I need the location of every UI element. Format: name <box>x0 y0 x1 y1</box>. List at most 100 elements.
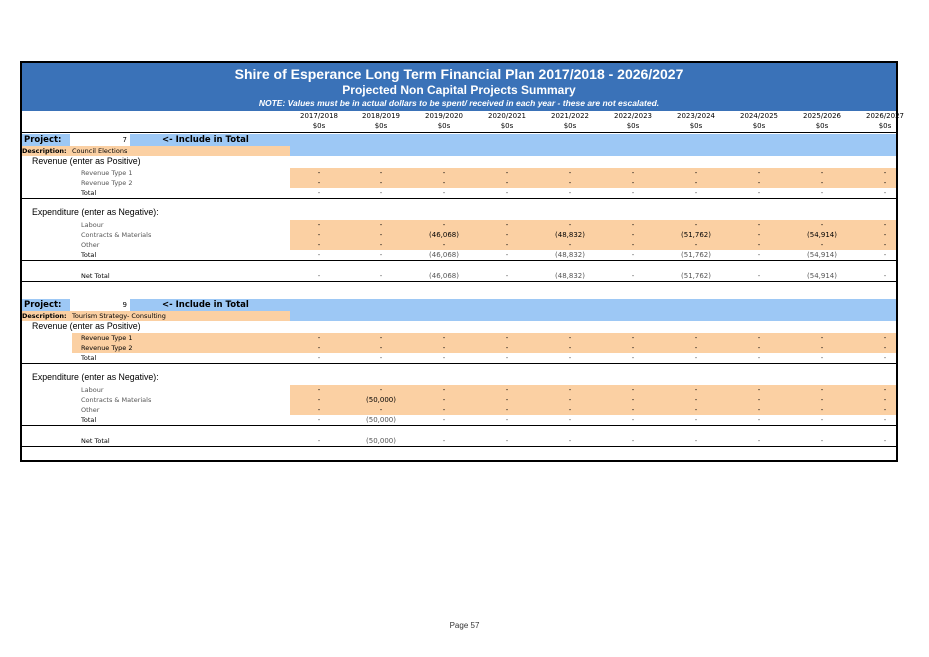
value-cell: - <box>379 334 383 342</box>
value-cell: - <box>757 437 761 445</box>
value-cell: - <box>631 179 635 187</box>
unit-header: $0s <box>815 122 829 130</box>
net-total-label: Net Total <box>81 272 110 280</box>
value-cell: - <box>568 169 572 177</box>
value-cell: - <box>317 179 321 187</box>
unit-header: $0s <box>312 122 326 130</box>
value-cell: - <box>317 241 321 249</box>
value-cell: (50,000) <box>366 437 396 445</box>
unit-header: $0s <box>878 122 892 130</box>
expenditure-type-label: Contracts & Materials <box>81 396 152 404</box>
project-number-input[interactable]: 7 <box>70 134 130 146</box>
financial-plan-sheet: Shire of Esperance Long Term Financial P… <box>20 61 904 462</box>
year-header: 2026/2027 <box>866 112 904 120</box>
value-cell: - <box>631 396 635 404</box>
expenditure-row: Contracts & Materials --(46,068)-(48,832… <box>22 230 896 240</box>
value-cell: - <box>631 241 635 249</box>
expenditure-heading-label: Expenditure (enter as Negative): <box>32 372 159 382</box>
value-cell: - <box>568 406 572 414</box>
unit-header: $0s <box>689 122 703 130</box>
value-cell: - <box>883 189 887 197</box>
year-header: 2018/2019 <box>362 112 400 120</box>
title-banner: Shire of Esperance Long Term Financial P… <box>22 63 896 111</box>
value-cell: - <box>379 221 383 229</box>
value-cell: (48,832) <box>555 251 585 259</box>
value-cell: - <box>757 169 761 177</box>
value-cell: (48,832) <box>555 272 585 280</box>
value-cell: - <box>317 416 321 424</box>
description-value[interactable]: Council Elections <box>72 147 128 155</box>
description-label: Description: <box>22 147 67 155</box>
revenue-row: Revenue Type 2 ---------- <box>22 178 896 188</box>
value-cell: - <box>694 179 698 187</box>
year-header: 2021/2022 <box>551 112 589 120</box>
value-cell: - <box>505 251 509 259</box>
page-subtitle: Projected Non Capital Projects Summary <box>342 83 576 97</box>
value-cell: - <box>757 189 761 197</box>
value-cell: - <box>820 221 824 229</box>
value-cell: - <box>379 354 383 362</box>
year-header: 2023/2024 <box>677 112 715 120</box>
project-label: Project: <box>24 135 62 145</box>
expenditure-row: Other ---------- <box>22 240 896 250</box>
value-cell: - <box>442 437 446 445</box>
include-label: <- Include in Total <box>162 300 249 310</box>
unit-header: $0s <box>752 122 766 130</box>
value-cell: - <box>820 386 824 394</box>
value-cell: - <box>505 169 509 177</box>
value-cell: (46,068) <box>429 272 459 280</box>
expenditure-heading: Expenditure (enter as Negative): <box>22 372 896 383</box>
value-cell: - <box>883 272 887 280</box>
value-cell: - <box>820 241 824 249</box>
value-cell: - <box>694 437 698 445</box>
value-cell: - <box>820 396 824 404</box>
value-cell: - <box>505 344 509 352</box>
value-cell: - <box>568 437 572 445</box>
value-cell: - <box>379 272 383 280</box>
value-cell: - <box>317 272 321 280</box>
revenue-row: Revenue Type 1 ---------- <box>22 333 896 343</box>
value-cell: - <box>505 189 509 197</box>
value-cell: - <box>820 416 824 424</box>
revenue-type-label: Revenue Type 1 <box>81 334 133 342</box>
expenditure-type-label: Other <box>81 241 100 249</box>
revenue-total-label: Total <box>81 354 97 362</box>
value-cell: - <box>883 416 887 424</box>
value-cell: - <box>694 189 698 197</box>
value-cell: - <box>757 241 761 249</box>
revenue-type-label: Revenue Type 1 <box>81 169 133 177</box>
value-cell: (54,914) <box>807 272 837 280</box>
year-header: 2024/2025 <box>740 112 778 120</box>
value-cell: - <box>568 241 572 249</box>
project-number-input[interactable]: 9 <box>70 299 130 311</box>
value-cell: - <box>317 437 321 445</box>
value-cell: - <box>379 189 383 197</box>
value-cell: - <box>442 354 446 362</box>
description-value[interactable]: Tourism Strategy- Consulting <box>72 312 166 320</box>
value-cell: - <box>631 437 635 445</box>
value-cell: - <box>694 221 698 229</box>
value-cell: - <box>317 221 321 229</box>
value-cell: - <box>883 241 887 249</box>
value-cell: (54,914) <box>807 251 837 259</box>
page-number: Page 57 <box>449 621 480 630</box>
net-total-row: Net Total -(50,000)-------- <box>22 436 896 447</box>
value-cell: - <box>631 231 635 239</box>
expenditure-row: Labour ---------- <box>22 385 896 395</box>
value-cell: - <box>379 179 383 187</box>
revenue-heading: Revenue (enter as Positive) <box>22 321 896 332</box>
revenue-total-row: Total ---------- <box>22 188 896 199</box>
value-cell: - <box>631 169 635 177</box>
value-cell: - <box>442 241 446 249</box>
value-cell: - <box>883 221 887 229</box>
unit-header: $0s <box>500 122 514 130</box>
value-cell: - <box>568 221 572 229</box>
value-cell: - <box>883 406 887 414</box>
value-cell: - <box>568 179 572 187</box>
expenditure-heading: Expenditure (enter as Negative): <box>22 207 896 218</box>
value-cell: - <box>568 354 572 362</box>
value-cell: - <box>379 241 383 249</box>
value-cell: (50,000) <box>366 396 396 404</box>
expenditure-total-row: Total -(50,000)-------- <box>22 415 896 426</box>
value-cell: - <box>694 396 698 404</box>
